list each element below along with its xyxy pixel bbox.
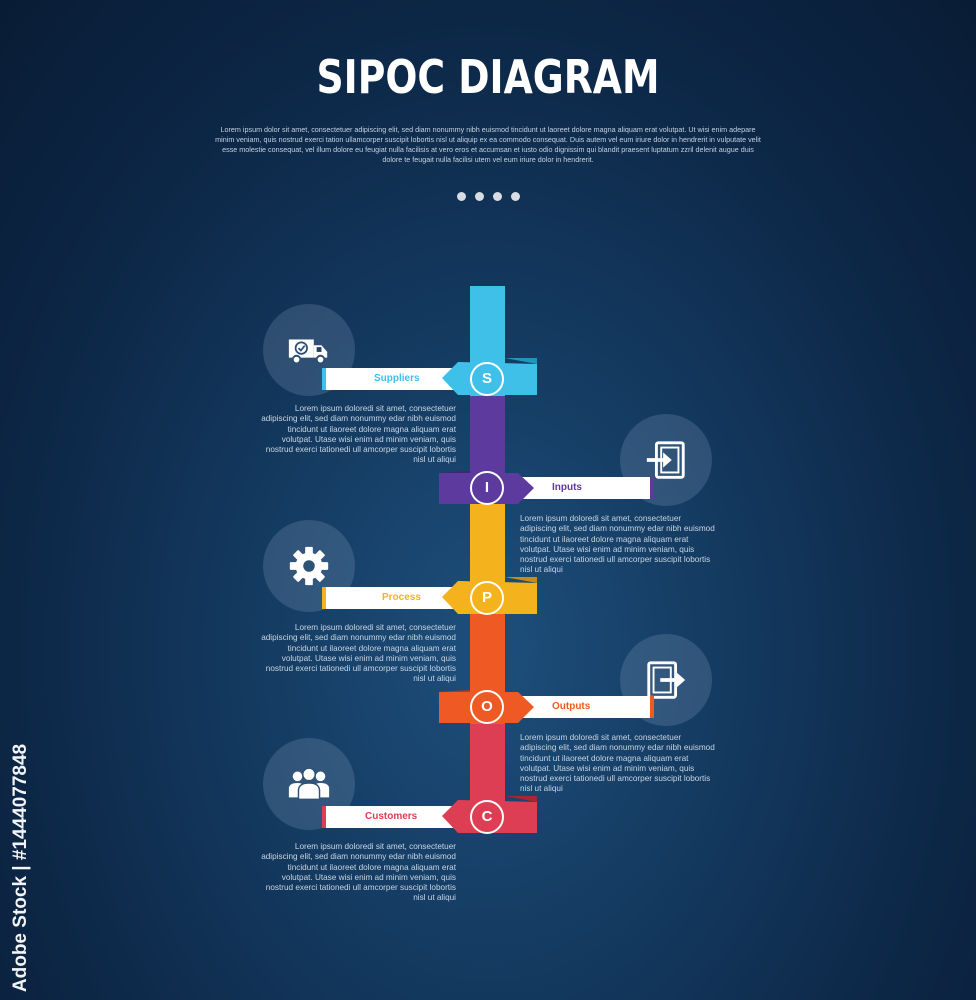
dot-1 [457,192,466,201]
inputs-banner-stripe [650,477,654,499]
process-letter-badge: P [470,581,504,615]
process-banner: Process [322,587,482,609]
outputs-banner: Outputs [520,696,654,718]
process-label: Process [382,592,421,603]
dot-3 [493,192,502,201]
customers-letter-badge: C [470,800,504,834]
suppliers-letter-badge: S [470,362,504,396]
gear-icon [289,546,329,586]
process-banner-stripe [322,587,326,609]
dot-2 [475,192,484,201]
intro-paragraph: Lorem ipsum dolor sit amet, consectetuer… [215,125,761,164]
dot-4 [511,192,520,201]
people-group-icon [288,767,330,801]
inputs-label: Inputs [552,482,582,493]
suppliers-banner: Suppliers [322,368,482,390]
output-arrow-icon [647,661,686,699]
customers-label: Customers [365,811,418,822]
suppliers-description: Lorem ipsum doloredi sit amet, consectet… [261,404,456,465]
input-arrow-icon [646,441,685,479]
inputs-banner: Inputs [520,477,654,499]
watermark-text: Adobe Stock | #1444077848 [10,743,32,993]
delivery-truck-icon [288,339,328,365]
pagination-dots [457,192,520,201]
customers-banner: Customers [322,806,482,828]
stock-watermark: Adobe Stock | #1444077848 [4,744,38,992]
outputs-description: Lorem ipsum doloredi sit amet, consectet… [520,733,715,794]
process-description: Lorem ipsum doloredi sit amet, consectet… [261,623,456,684]
customers-banner-stripe [322,806,326,828]
customers-description: Lorem ipsum doloredi sit amet, consectet… [261,842,456,903]
outputs-letter-badge: O [470,690,504,724]
outputs-banner-stripe [650,696,654,718]
inputs-letter-badge: I [470,471,504,505]
inputs-description: Lorem ipsum doloredi sit amet, consectet… [520,514,715,575]
suppliers-label: Suppliers [374,373,420,384]
suppliers-banner-stripe [322,368,326,390]
page-title: SIPOC DIAGRAM [316,50,660,104]
outputs-label: Outputs [552,701,591,712]
process-icon-circle [263,520,355,612]
